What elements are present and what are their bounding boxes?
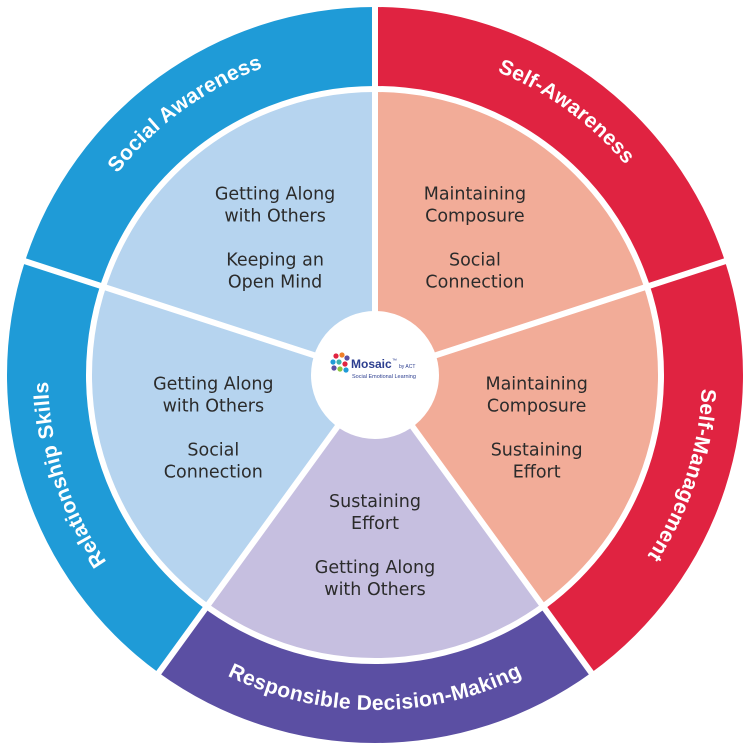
logo-by-act: by ACT — [399, 364, 415, 370]
inner-segment-social-awareness — [102, 89, 375, 375]
logo-tm: ™ — [392, 358, 397, 364]
outer-segment-self-management — [543, 261, 743, 673]
outer-segment-relationship-skills — [6, 261, 207, 673]
inner-segment-relationship-skills — [89, 286, 375, 607]
mosaic-logo-icon — [330, 352, 350, 373]
center-circle — [311, 311, 439, 439]
inner-segment-self-awareness — [375, 89, 648, 375]
inner-segment-self-management — [375, 286, 661, 607]
logo-name: Mosaic — [351, 357, 392, 371]
ring-separator — [86, 86, 664, 664]
logo-tagline: Social Emotional Learning — [352, 374, 416, 380]
inner-ring — [89, 89, 661, 661]
inner-segment-responsible-decision-making — [206, 375, 544, 661]
center-logo: Mosaic ™ by ACT Social Emotional Learnin… — [311, 311, 439, 439]
